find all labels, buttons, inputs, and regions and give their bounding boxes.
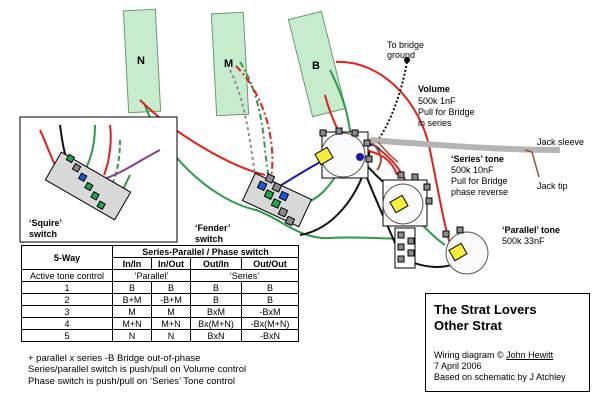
cell: M: [112, 305, 152, 318]
cell: M+N: [112, 317, 152, 330]
credit-line: Wiring diagram © John Hewitt: [434, 350, 566, 361]
cell: B: [190, 293, 242, 306]
sub-header-3: Out/Out: [241, 257, 299, 270]
fender-switch-label-2: switch: [195, 234, 224, 244]
pos-cell: 5: [21, 329, 113, 342]
neck-pickup-label: N: [137, 55, 145, 67]
credits: Wiring diagram © John Hewitt 7 April 200…: [434, 350, 566, 382]
cell: Bx(M+N): [190, 317, 242, 330]
cell: -BxN: [241, 329, 299, 342]
fender-switch-label-1: ‘Fender’: [195, 223, 231, 233]
parallel-tone-pot: [394, 226, 489, 275]
cell: B: [241, 293, 299, 306]
series-tone-pull-1: Pull for Bridge: [451, 176, 508, 186]
jack-sleeve-label: Jack sleeve: [537, 137, 585, 147]
cell: B: [151, 281, 191, 294]
bridge-ground-label: To bridge ground: [387, 40, 425, 61]
volume-title: Volume: [418, 84, 450, 94]
bridge-pickup-label: B: [312, 60, 320, 72]
table-row: 3 M M BxM -BxM: [21, 305, 299, 318]
pos-cell: 4: [21, 317, 113, 330]
sub-header-0: In/In: [112, 257, 152, 270]
series-tone-title: ‘Series’ tone: [451, 154, 505, 164]
cell: N: [151, 329, 191, 342]
legend-notes: + parallel x series -B Bridge out-of-pha…: [28, 353, 246, 387]
cell: B+M: [112, 293, 152, 306]
jack-cable: [369, 137, 561, 178]
bridge-pickup: [287, 10, 347, 118]
col-5way: 5-Way: [21, 245, 113, 270]
pos-cell: 3: [21, 305, 113, 318]
series-tone-spec: 500k 10nF: [451, 165, 494, 175]
series-cell: ‘Series’: [190, 269, 299, 282]
cell: N: [112, 329, 152, 342]
volume-pull-2: in series: [418, 118, 452, 128]
table-row: Active tone control ‘Parallel’ ‘Series’: [21, 269, 299, 282]
table-row: 4 M+N M+N Bx(M+N) -Bx(M+N): [21, 317, 299, 330]
volume-spec: 500k 1nF: [418, 96, 456, 106]
table-row: 2 B+M -B+M B B: [21, 293, 299, 306]
cell: B: [190, 281, 242, 294]
cell: -B+M: [151, 293, 191, 306]
table-header-row: 5-Way Series-Parallel / Phase switch: [21, 245, 299, 270]
sub-header-2: Out/In: [190, 257, 242, 270]
note-phase: Phase switch is push/pull on ‘Series’ To…: [28, 375, 236, 387]
middle-pickup: [210, 11, 250, 117]
squire-inset: [19, 116, 178, 243]
squire-switch-label-1: ‘Squire’: [29, 218, 63, 228]
squire-switch-label-2: switch: [29, 229, 58, 239]
cell: B: [241, 281, 299, 294]
cell: -BxM: [241, 305, 299, 318]
jack-tip-label: Jack tip: [537, 181, 568, 191]
table-row: 1 B B B B: [21, 281, 299, 294]
date-line: 7 April 2006: [434, 360, 482, 371]
parallel-tone-spec: 500k 33nF: [502, 236, 545, 246]
switch-positions-table: 5-Way Series-Parallel / Phase switch In/…: [21, 245, 299, 342]
series-tone-pot: [382, 171, 433, 227]
middle-pickup-label: M: [224, 58, 234, 70]
parallel-tone-title: ‘Parallel’ tone: [502, 225, 561, 235]
cell: BxM: [190, 305, 242, 318]
table-row: 5 N N BxN -BxN: [21, 329, 299, 342]
parallel-cell: ‘Parallel’: [112, 269, 191, 282]
based-on-line: Based on schematic by J Atchley: [434, 371, 566, 382]
neck-pickup: [122, 8, 162, 114]
cell: M+N: [151, 317, 191, 330]
volume-pot: [314, 127, 373, 179]
cell: BxN: [190, 329, 242, 342]
cell: -Bx(M+N): [241, 317, 299, 330]
series-tone-pull-2: phase reverse: [451, 187, 509, 197]
cell: M: [151, 305, 191, 318]
title: The Strat Lovers Other Strat: [434, 302, 537, 333]
pos-cell: 1: [21, 281, 113, 294]
note-series-parallel: Series/parallel switch is push/pull on V…: [28, 364, 247, 376]
volume-pull-1: Pull for Bridge: [418, 107, 475, 117]
credit-name-link[interactable]: John Hewitt: [506, 350, 554, 360]
cell: B: [112, 281, 152, 294]
title-line-2: Other Strat: [434, 317, 502, 333]
active-tone-label: Active tone control: [21, 269, 113, 282]
fender-switch: [241, 172, 313, 228]
note-legend: + parallel x series -B Bridge out-of-pha…: [28, 353, 201, 364]
sub-header-1: In/Out: [151, 257, 191, 270]
credit-prefix: Wiring diagram ©: [434, 350, 507, 360]
title-box: The Strat Lovers Other Strat Wiring diag…: [425, 293, 590, 392]
col-group: Series-Parallel / Phase switch: [112, 245, 299, 258]
bridge-ground-terminal: [404, 57, 410, 63]
title-line-1: The Strat Lovers: [434, 302, 537, 317]
pos-cell: 2: [21, 293, 113, 306]
